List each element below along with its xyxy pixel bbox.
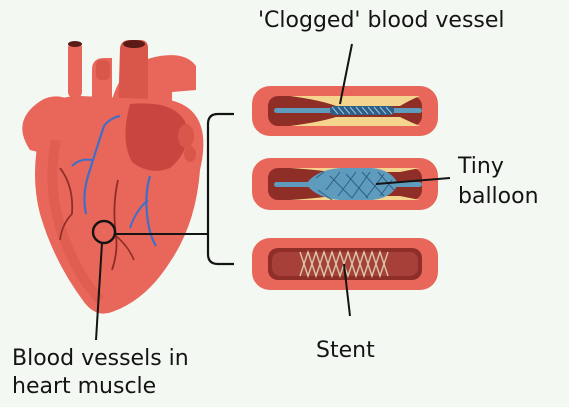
label-clogged-vessel: 'Clogged' blood vessel <box>258 8 505 34</box>
label-vessels-line1: Blood vessels in <box>12 346 189 372</box>
vessel-clogged <box>252 86 438 136</box>
heart-illustration <box>22 40 203 314</box>
label-balloon-line1: Tiny <box>458 154 504 180</box>
label-balloon-line2: balloon <box>458 184 539 210</box>
bracket <box>208 114 234 264</box>
vessel-balloon <box>252 158 438 210</box>
label-vessels-line2: heart muscle <box>12 374 156 400</box>
label-stent: Stent <box>316 338 375 364</box>
